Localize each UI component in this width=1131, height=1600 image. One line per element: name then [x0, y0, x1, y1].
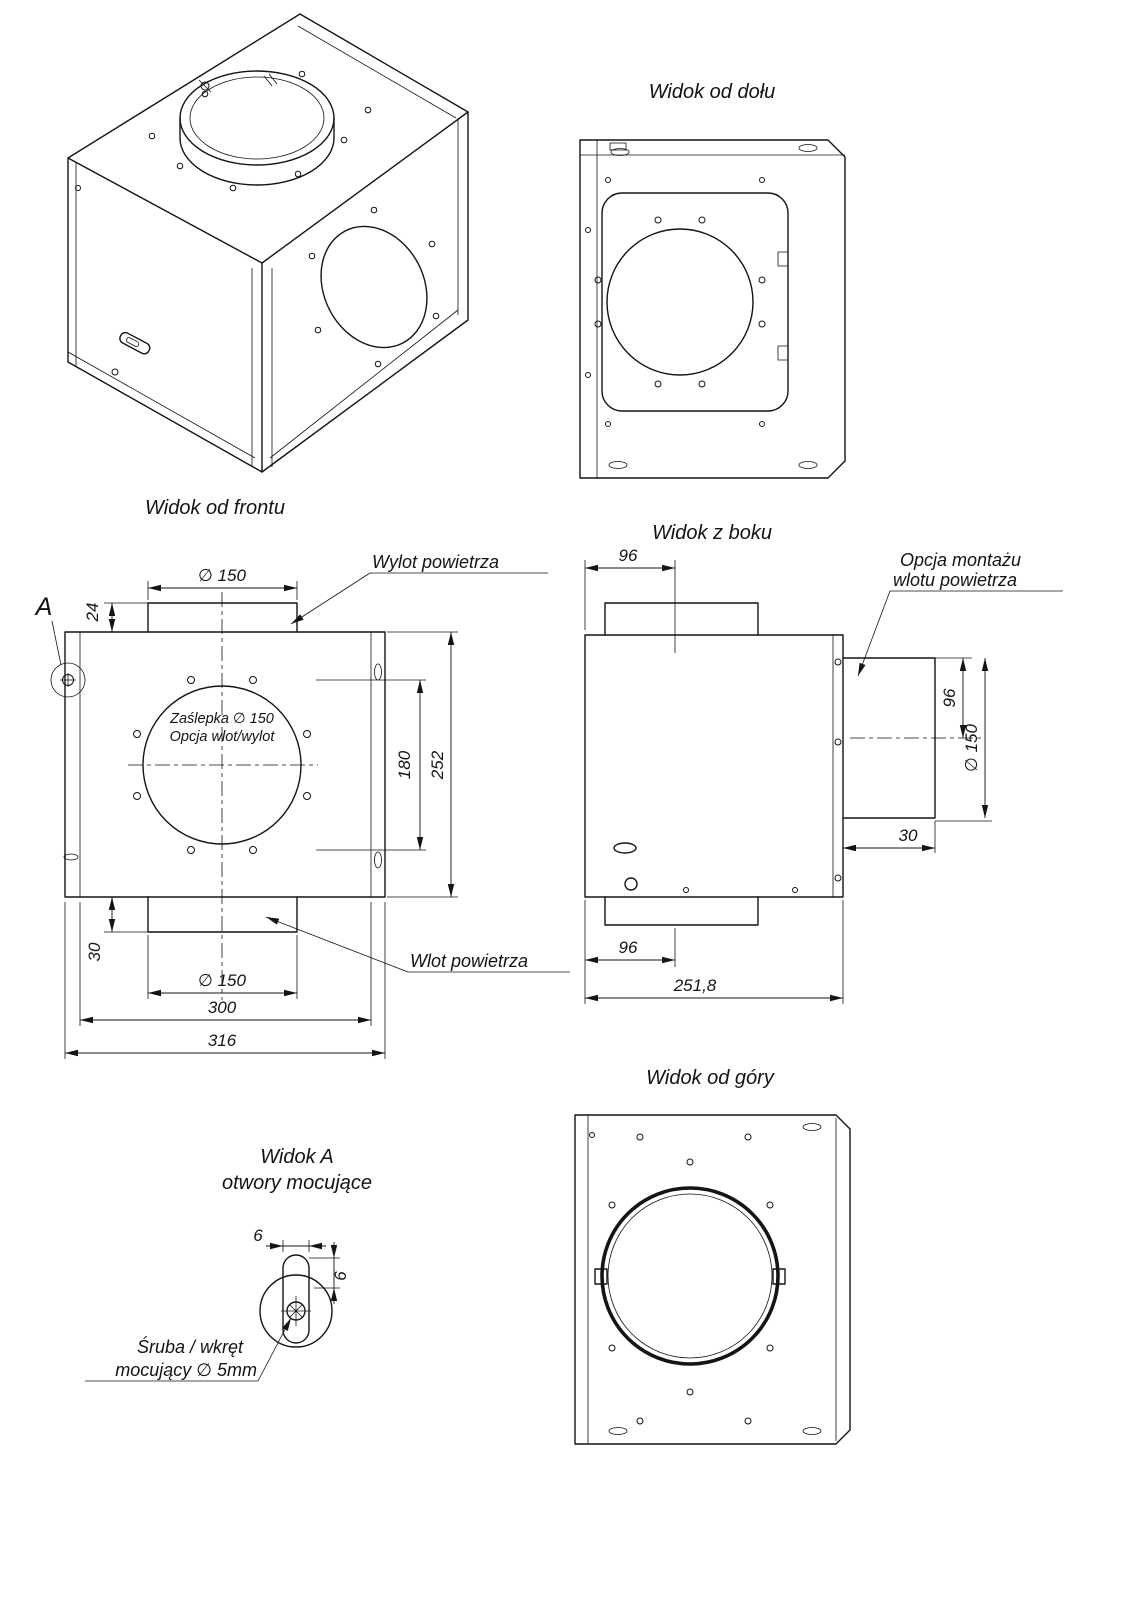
iso-flange-lines — [67, 25, 459, 467]
iso-left-hole — [111, 368, 119, 376]
svg-text:300: 300 — [208, 998, 237, 1017]
plug-label-line2: Opcja wlot/wylot — [170, 729, 276, 745]
side-inlet-collar — [604, 896, 759, 926]
top-small-holes — [589, 1132, 774, 1425]
top-collar-inner — [607, 1193, 773, 1359]
front-flange-slots — [63, 663, 382, 869]
svg-text:∅ 150: ∅ 150 — [198, 971, 246, 990]
dim-outlet-150: ∅ 150 — [147, 566, 298, 600]
top-view: Widok od góry — [574, 1067, 851, 1445]
detail-a-marker: A — [34, 593, 53, 621]
dim-collar-24: 24 — [83, 603, 148, 632]
air-inlet-callout: Wlot powietrza — [265, 916, 570, 973]
svg-text:96: 96 — [940, 688, 959, 707]
inlet-option-label-1: Opcja montażu — [900, 550, 1021, 570]
svg-text:96: 96 — [619, 546, 638, 565]
side-outline — [584, 634, 844, 898]
iso-left-hole-2 — [75, 185, 81, 191]
dim-slot-offset-6: 6 — [309, 1242, 350, 1304]
detail-slot — [282, 1254, 310, 1344]
top-slots — [608, 1123, 822, 1435]
dim-inlet-150: ∅ 150 — [147, 935, 298, 999]
front-outlet-collar — [147, 602, 298, 633]
dim-option-30: 30 — [843, 821, 936, 853]
screw-label-2: mocujący ∅ 5mm — [115, 1360, 257, 1380]
svg-text:180: 180 — [395, 750, 414, 779]
svg-text:6: 6 — [331, 1271, 350, 1281]
dim-slot-width-6: 6 — [253, 1226, 326, 1252]
top-clip-right — [772, 1268, 786, 1285]
svg-text:24: 24 — [83, 603, 102, 623]
top-outline — [574, 1114, 851, 1445]
air-outlet-label: Wylot powietrza — [372, 552, 499, 572]
detail-washer-circle — [259, 1274, 333, 1348]
iso-side-opening — [320, 225, 428, 349]
screw-label-1: Śruba / wkręt — [137, 1336, 244, 1357]
dim-depth-2518: 251,8 — [584, 900, 844, 1004]
side-small-features — [613, 658, 842, 893]
side-view: Widok z boku 96 Opcja montażu wlotu powi… — [584, 522, 1063, 1004]
svg-text:∅ 150: ∅ 150 — [198, 566, 246, 585]
bottom-outline — [579, 139, 846, 479]
detail-a-title-1: Widok A — [260, 1146, 334, 1168]
inlet-option-label-2: wlotu powietrza — [893, 570, 1017, 590]
dim-inlet-offset-30: 30 — [85, 897, 148, 961]
iso-top-holes — [148, 70, 372, 192]
top-collar-ring — [600, 1186, 780, 1366]
svg-text:6: 6 — [253, 1226, 263, 1245]
front-bolt-holes — [133, 676, 311, 854]
front-outline — [64, 631, 386, 898]
screw-callout: Śruba / wkręt mocujący ∅ 5mm — [85, 1317, 292, 1382]
detail-a-title-2: otwory mocujące — [222, 1172, 372, 1194]
air-outlet-callout: Wylot powietrza — [290, 552, 548, 625]
top-view-title: Widok od góry — [646, 1067, 775, 1089]
dim-option-150: ∅ 150 — [935, 658, 992, 822]
bottom-view-title: Widok od dołu — [649, 81, 776, 103]
dim-height-252: 252 — [387, 631, 458, 898]
bottom-bolt-holes — [594, 216, 766, 388]
dim-side-96-bottom: 96 — [585, 928, 676, 967]
svg-text:30: 30 — [85, 942, 104, 961]
dim-side-96-top: 96 — [584, 546, 676, 653]
svg-text:30: 30 — [899, 826, 918, 845]
dim-width-300: 300 — [79, 902, 372, 1026]
top-clip-left — [594, 1268, 608, 1285]
iso-side-holes — [308, 206, 440, 368]
svg-text:∅ 150: ∅ 150 — [962, 724, 981, 772]
bottom-fan-opening — [606, 228, 754, 376]
dim-width-316: 316 — [64, 902, 386, 1059]
isometric-view — [67, 13, 469, 473]
front-inlet-collar — [147, 896, 298, 933]
iso-top-screws — [198, 73, 278, 93]
bottom-view: Widok od dołu — [579, 81, 846, 479]
iso-handle — [119, 331, 151, 355]
inlet-option-callout: Opcja montażu wlotu powietrza — [857, 550, 1063, 677]
dim-option-96: 96 — [935, 657, 972, 738]
air-inlet-label: Wlot powietrza — [410, 951, 528, 971]
iso-top-face — [67, 13, 469, 264]
iso-body-edges — [67, 111, 469, 473]
svg-text:251,8: 251,8 — [673, 976, 717, 995]
detail-a-balloon — [50, 620, 86, 698]
bottom-notches — [777, 251, 788, 361]
dim-holes-180: 180 — [316, 679, 426, 851]
plug-label-line1: Zaślepka ∅ 150 — [169, 711, 274, 727]
side-view-title: Widok z boku — [652, 522, 772, 544]
bottom-small-holes — [585, 177, 765, 427]
svg-text:96: 96 — [619, 938, 638, 957]
svg-text:316: 316 — [208, 1031, 237, 1050]
bottom-panel-cutout — [601, 192, 789, 412]
detail-a-view: Widok A otwory mocujące 6 6 Śruba / wkrę… — [85, 1146, 372, 1382]
bottom-slots — [608, 142, 818, 469]
svg-text:252: 252 — [428, 750, 447, 780]
side-outlet-collar — [604, 602, 759, 636]
detail-screw-cross — [281, 1296, 311, 1326]
front-view-title: Widok od frontu — [145, 497, 285, 519]
iso-top-collar — [179, 70, 335, 186]
front-view: Widok od frontu Zaślepka ∅ 150 Opcja wlo… — [34, 497, 570, 1059]
